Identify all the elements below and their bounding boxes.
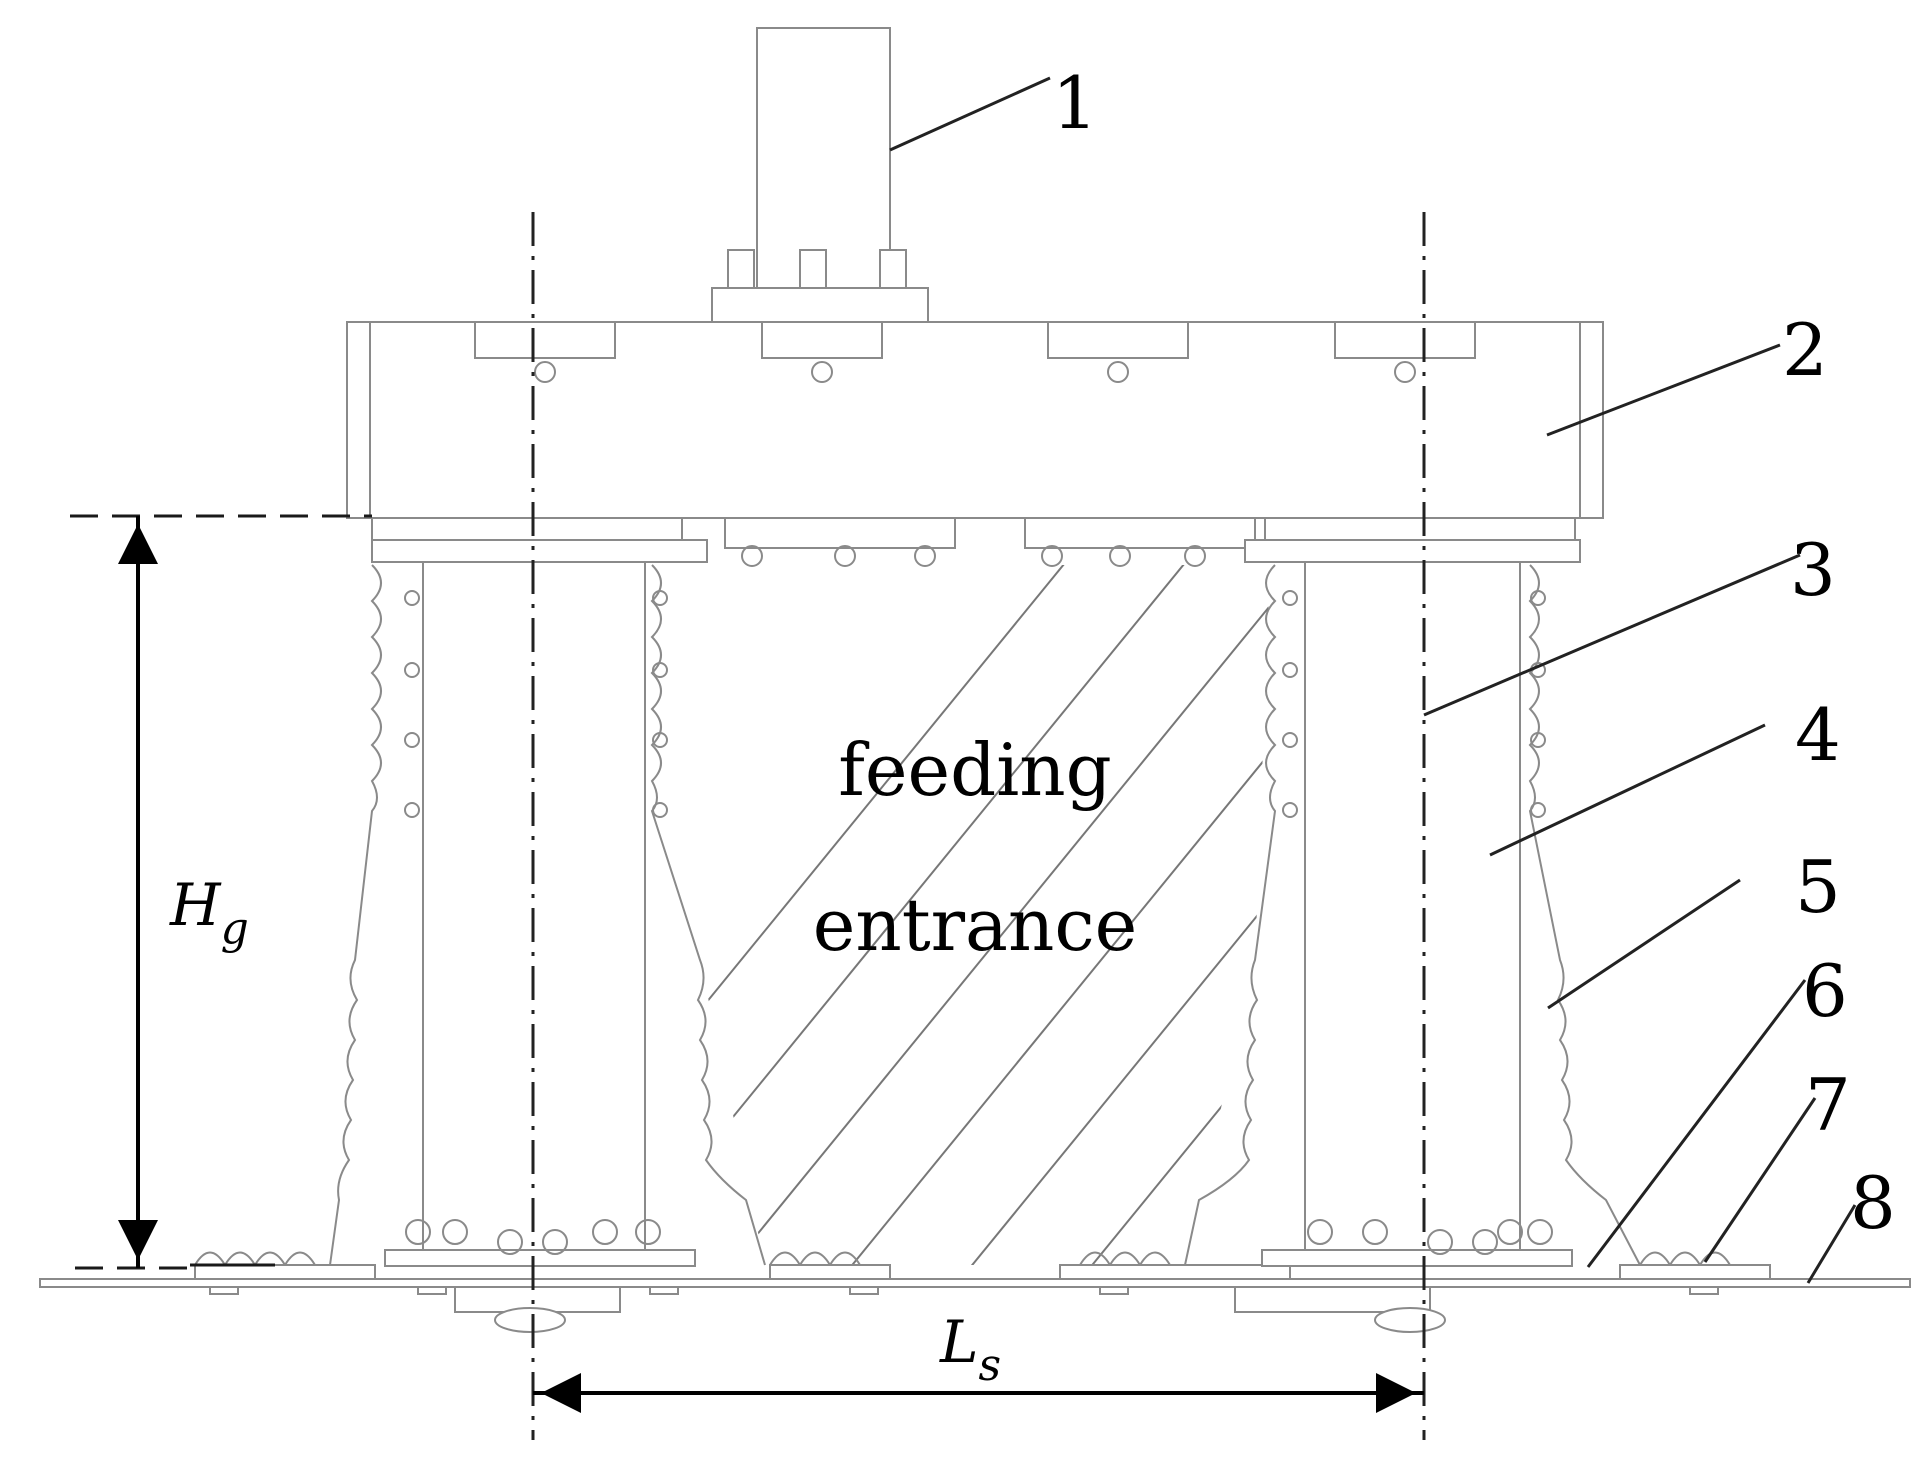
feeding-entrance-label-line1: feeding (838, 728, 1111, 812)
bottom-brackets (190, 1219, 1771, 1333)
hatch-line (1079, 565, 1270, 1265)
left-finger (329, 562, 766, 1266)
feeding-entrance-hatching (680, 520, 1926, 1280)
base-plate (39, 1278, 1911, 1288)
label-part-3: 3 (1790, 528, 1836, 612)
hatch-line (959, 565, 1270, 1265)
hatch-line (1920, 520, 1926, 1280)
label-part-2: 2 (1782, 308, 1828, 392)
hatch-line (1199, 565, 1270, 1265)
feeding-entrance-label-line2: entrance (813, 883, 1138, 967)
label-part-6: 6 (1802, 949, 1848, 1033)
motor-body (711, 27, 929, 325)
mounting-plate (346, 321, 1604, 519)
label-part-5: 5 (1795, 845, 1841, 929)
label-part-7: 7 (1805, 1063, 1851, 1147)
spacing-label: Ls (939, 1308, 1001, 1391)
height-label: Hg (169, 871, 249, 954)
label-part-1: 1 (1052, 61, 1098, 145)
upper-fittings (371, 517, 1581, 567)
hatch-line (680, 565, 1101, 1265)
hatch-line (839, 565, 1270, 1265)
label-part-4: 4 (1795, 693, 1841, 777)
right-finger (1184, 562, 1641, 1266)
height-dimension (70, 514, 372, 1270)
hatch-line (719, 565, 1270, 1265)
label-part-8: 8 (1850, 1161, 1896, 1245)
leader-lines (889, 76, 1857, 1284)
